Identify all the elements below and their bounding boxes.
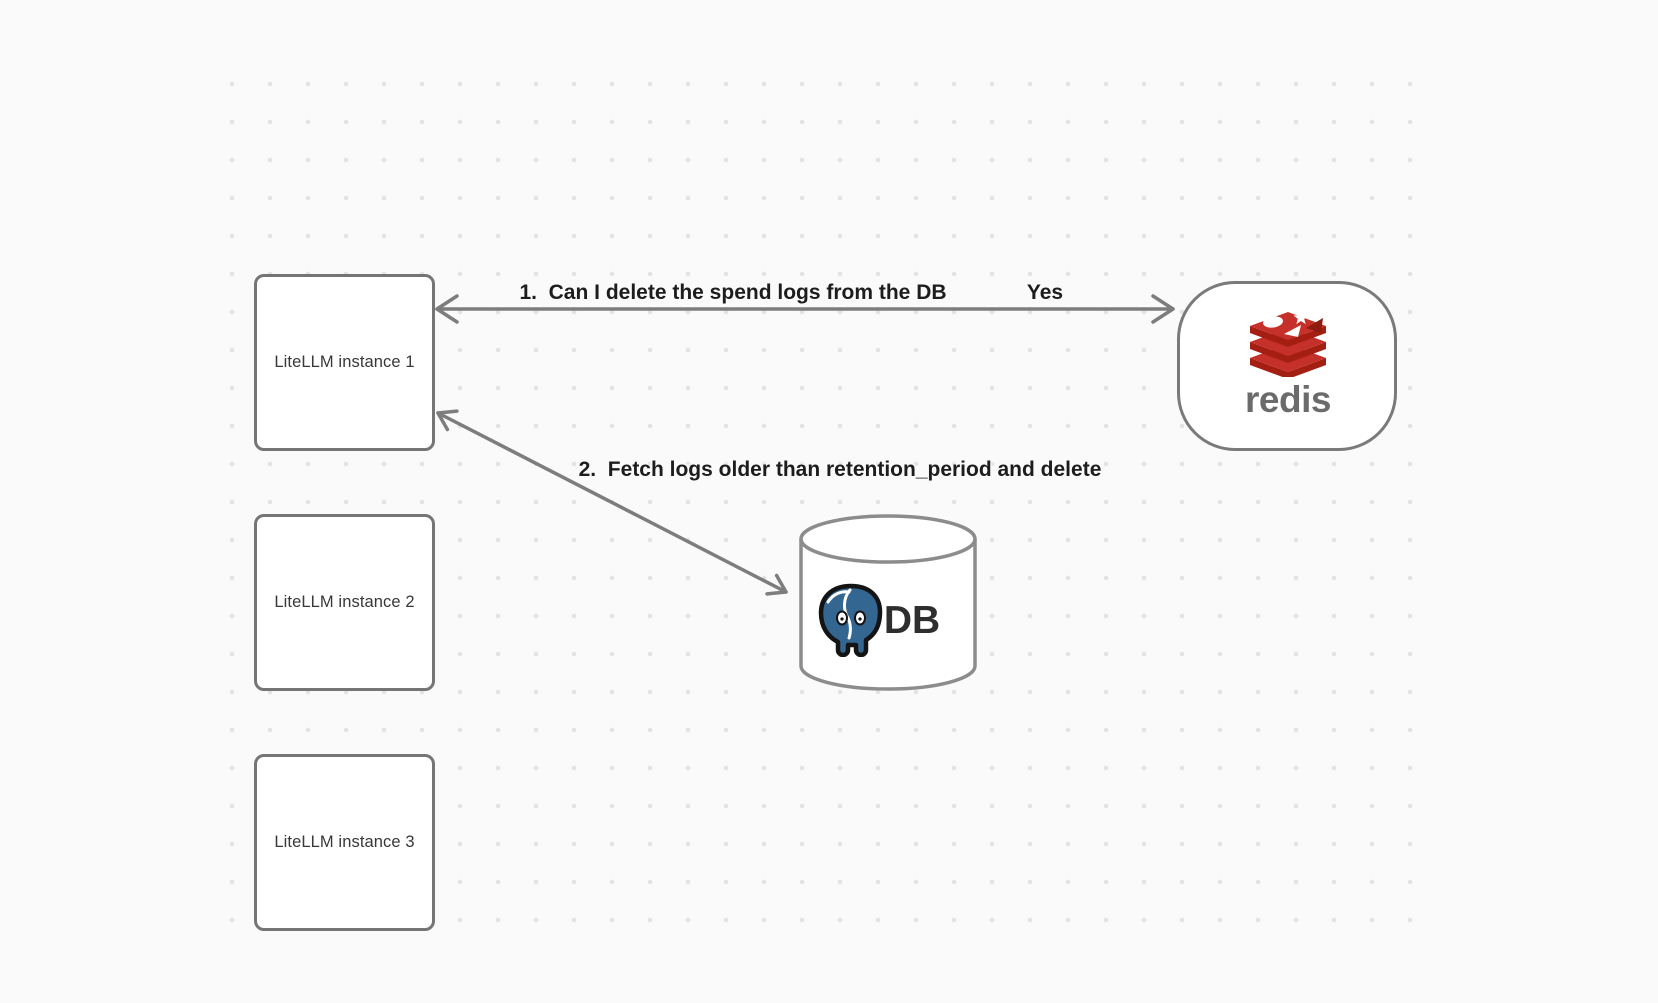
node-label: LiteLLM instance 3 <box>274 833 415 851</box>
arrow1-label[interactable]: 1. Can I delete the spend logs from the … <box>519 281 947 304</box>
node-label: LiteLLM instance 1 <box>274 353 415 371</box>
node-litellm-instance-1[interactable]: LiteLLM instance 1 <box>254 274 435 451</box>
redis-wordmark: redis <box>1245 379 1331 420</box>
node-litellm-instance-3[interactable]: LiteLLM instance 3 <box>254 754 435 931</box>
node-label: LiteLLM instance 2 <box>274 593 415 611</box>
postgres-logo-icon <box>818 583 883 657</box>
arrow2-label[interactable]: 2. Fetch logs older than retention_perio… <box>578 458 1102 481</box>
node-litellm-instance-2[interactable]: LiteLLM instance 2 <box>254 514 435 691</box>
arrow-litellm-db[interactable] <box>436 409 788 596</box>
db-label: DB <box>883 599 941 642</box>
redis-logo-icon <box>1250 310 1326 377</box>
arrow-litellm-redis[interactable] <box>435 294 1175 324</box>
arrow1-response-label[interactable]: Yes <box>1026 281 1064 304</box>
node-redis[interactable] <box>1177 281 1397 451</box>
